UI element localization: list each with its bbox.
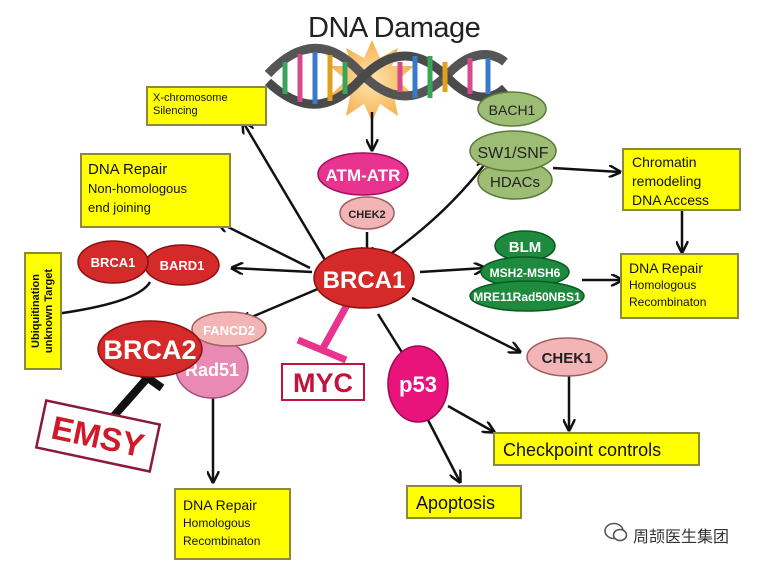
- bach1-label: BACH1: [489, 102, 536, 118]
- mre11-label: MRE11Rad50NBS1: [473, 290, 581, 304]
- box-hr-bottom: DNA Repair Homologous Recombinaton: [174, 488, 291, 560]
- x-silencing-line1: X-chromosome: [153, 92, 228, 104]
- hr-right-line3: Recombinaton: [629, 295, 707, 309]
- node-mre11: MRE11Rad50NBS1: [469, 280, 585, 312]
- chromatin-line3: DNA Access: [632, 192, 710, 208]
- chromatin-line1: Chromatin: [632, 154, 697, 170]
- chromatin-line2: remodeling: [632, 173, 702, 189]
- arrow-p53-to-apoptosis: [426, 419, 460, 482]
- box-apoptosis: Apoptosis: [406, 485, 522, 519]
- node-bach1: BACH1: [477, 91, 547, 127]
- nhej-line1: DNA Repair: [88, 161, 168, 178]
- box-checkpoint: Checkpoint controls: [493, 432, 700, 466]
- node-blm: BLM: [494, 230, 556, 262]
- hr-bottom-line2: Homologous: [183, 516, 251, 530]
- hr-bottom-line1: DNA Repair: [183, 497, 257, 513]
- node-swi-snf: SW1/SNF: [469, 130, 557, 172]
- node-atm-atr: ATM-ATR: [317, 152, 409, 196]
- arrow-swisnf-to-chromatin: [552, 168, 620, 172]
- swi-snf-label: SW1/SNF: [477, 145, 548, 162]
- arrow-brca1-to-swisnf: [384, 160, 488, 260]
- inhibit-bar-myc: [296, 336, 348, 364]
- blm-label: BLM: [509, 239, 542, 256]
- hr-right-line1: DNA Repair: [629, 260, 703, 276]
- hr-right-line2: Homologous: [629, 278, 697, 292]
- nhej-line3: end joining: [88, 200, 151, 215]
- hdacs-label: HDACs: [490, 174, 540, 191]
- fancd2-label: FANCD2: [203, 323, 255, 338]
- node-brca1-small: BRCA1: [77, 240, 149, 284]
- node-p53: p53: [387, 345, 449, 423]
- chek1-label: CHEK1: [542, 350, 593, 367]
- box-x-silencing: X-chromosome Silencing: [146, 86, 267, 126]
- ubiquitination-line1: Ubiquitination: [30, 274, 42, 348]
- node-brca2: BRCA2: [97, 320, 203, 378]
- box-nhej: DNA Repair Non-homologous end joining: [80, 153, 231, 228]
- hr-bottom-line3: Recombinaton: [183, 534, 261, 548]
- node-chek1: CHEK1: [526, 337, 608, 377]
- arrow-brca1-to-bard1: [232, 268, 313, 272]
- node-chek2: CHEK2: [339, 196, 395, 230]
- node-msh: MSH2-MSH6: [480, 256, 570, 288]
- arrow-brca1-to-msh: [419, 268, 485, 272]
- node-brca1-center: BRCA1: [313, 247, 415, 309]
- node-emsy: EMSY: [34, 398, 162, 474]
- box-ubiquitination: Ubiquitination unknown Target: [24, 252, 62, 370]
- rad51-label: Rad51: [185, 360, 239, 380]
- nhej-line2: Non-homologous: [88, 181, 188, 196]
- atm-atr-label: ATM-ATR: [326, 166, 401, 185]
- dna-helix-image: [264, 40, 509, 122]
- bard1-label: BARD1: [160, 258, 205, 273]
- msh-label: MSH2-MSH6: [490, 266, 561, 280]
- p53-label: p53: [399, 372, 437, 397]
- arrow-p53-to-checkpoint: [447, 404, 494, 432]
- box-chromatin: Chromatin remodeling DNA Access: [622, 148, 741, 211]
- chek2-label: CHEK2: [348, 209, 385, 221]
- ubiquitination-line2: unknown Target: [43, 268, 55, 354]
- brca1-small-label: BRCA1: [91, 255, 136, 270]
- node-bard1: BARD1: [144, 244, 220, 286]
- node-fancd2: FANCD2: [191, 311, 267, 347]
- x-silencing-line2: Silencing: [153, 105, 198, 117]
- diagram-title: DNA Damage: [308, 12, 481, 44]
- brca2-label: BRCA2: [103, 335, 196, 365]
- node-hdacs: HDACs: [477, 160, 553, 200]
- arrow-brca1-to-chek1: [411, 296, 520, 352]
- arrow-brca1-to-xsilencing: [243, 122, 327, 261]
- box-hr-right: DNA Repair Homologous Recombinaton: [620, 253, 739, 319]
- node-myc: MYC: [281, 363, 365, 401]
- inhibit-brca2-emsy: [109, 372, 153, 421]
- wechat-icon: [604, 521, 628, 548]
- watermark-text: 周颉医生集团: [633, 527, 730, 546]
- myc-label: MYC: [293, 368, 353, 398]
- arrow-brca1-to-nhej: [218, 222, 311, 270]
- brca1-center-label: BRCA1: [323, 267, 406, 294]
- connectors: [40, 112, 682, 482]
